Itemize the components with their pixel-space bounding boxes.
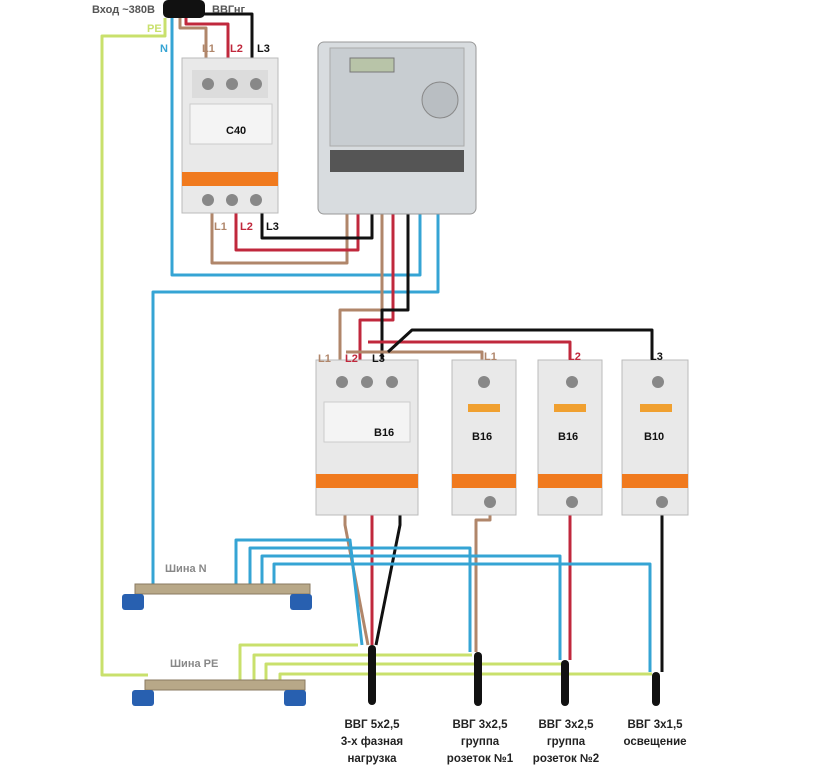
pe-bus bbox=[132, 679, 306, 706]
n-label: N bbox=[160, 43, 168, 55]
n-bus-label: Шина N bbox=[165, 563, 207, 575]
l2-label-top: L2 bbox=[230, 43, 243, 55]
c40-rating: C40 bbox=[226, 125, 246, 137]
output-2-cable: ВВГ 3х2,5 bbox=[452, 719, 508, 731]
pe-bus-label: Шина PE bbox=[170, 658, 218, 670]
electricity-meter bbox=[317, 41, 477, 215]
pe-wire bbox=[100, 18, 167, 677]
output-3-line3: розеток №2 bbox=[533, 753, 599, 765]
group-breaker-b10[interactable]: B10 bbox=[621, 359, 689, 516]
output-cable-2 bbox=[474, 652, 482, 706]
n-out-4 bbox=[272, 562, 652, 672]
l2-wire-meter-b16 bbox=[358, 170, 395, 368]
output-3-line2: группа bbox=[547, 736, 586, 748]
output-3-cable: ВВГ 3х2,5 bbox=[538, 719, 594, 731]
l1-out-2 bbox=[474, 510, 492, 652]
pe-out-1 bbox=[238, 643, 358, 680]
n-bus bbox=[122, 583, 312, 610]
output-cable-1 bbox=[368, 645, 376, 705]
output-1-cable: ВВГ 5х2,5 bbox=[344, 719, 400, 731]
l3-wire-meter-b16 bbox=[380, 170, 410, 368]
n-out-1 bbox=[234, 538, 364, 646]
l3-feed-b10 bbox=[386, 328, 654, 370]
n-wire-input bbox=[170, 18, 422, 277]
output-2-line2: группа bbox=[461, 736, 500, 748]
l1-out bbox=[343, 510, 370, 646]
input-cable-label: ВВГнг bbox=[212, 4, 245, 16]
l2-label-c40: L2 bbox=[240, 221, 253, 233]
n-wire-meter-bus bbox=[151, 170, 440, 588]
l1-label-top: L1 bbox=[202, 43, 215, 55]
output-1-line2: 3-х фазная bbox=[341, 736, 403, 748]
group-breaker-b16-1[interactable]: B16 bbox=[451, 359, 517, 516]
l1-label-c40: L1 bbox=[214, 221, 227, 233]
l3-label-b16: L3 bbox=[372, 353, 385, 365]
l3-out bbox=[374, 510, 402, 646]
pe-out-3 bbox=[264, 662, 562, 680]
b16-2-rating: B16 bbox=[558, 431, 578, 443]
l3-wire-input bbox=[195, 12, 254, 62]
n-out-3 bbox=[260, 554, 562, 660]
l2-label-b16-2: L2 bbox=[568, 351, 581, 363]
pe-out-4 bbox=[278, 672, 652, 680]
pe-out-2 bbox=[252, 653, 472, 680]
output-2-line3: розеток №1 bbox=[447, 753, 514, 765]
l1-wire-input bbox=[178, 18, 208, 62]
l3-label-b10: L3 bbox=[650, 351, 663, 363]
l1-label-b16-1: L1 bbox=[484, 351, 497, 363]
output-1-line3: нагрузка bbox=[347, 753, 397, 765]
group-breaker-b16-2[interactable]: B16 bbox=[537, 359, 603, 516]
b10-rating: B10 bbox=[644, 431, 664, 443]
n-out-2 bbox=[248, 546, 472, 652]
main-breaker-c40[interactable]: C40 bbox=[181, 57, 279, 214]
l1-label-b16: L1 bbox=[318, 353, 331, 365]
l1-wire-c40-meter bbox=[210, 170, 349, 265]
output-cable-4 bbox=[652, 672, 660, 706]
b16-3p-rating: B16 bbox=[374, 427, 394, 439]
input-cable bbox=[163, 0, 205, 18]
l1-wire-meter-b16 bbox=[338, 170, 384, 368]
pe-label: PE bbox=[147, 23, 162, 35]
output-4-cable: ВВГ 3х1,5 bbox=[627, 719, 683, 731]
output-cable-3 bbox=[561, 660, 569, 706]
b16-1-rating: B16 bbox=[472, 431, 492, 443]
output-4-line2: освещение bbox=[623, 736, 686, 748]
l3-label-top: L3 bbox=[257, 43, 270, 55]
l2-wire-input bbox=[184, 18, 230, 62]
l3-label-c40: L3 bbox=[266, 221, 279, 233]
input-label: Вход ~380В bbox=[92, 4, 155, 16]
l2-label-b16: L2 bbox=[345, 353, 358, 365]
group-breaker-3p-b16[interactable]: B16 bbox=[315, 359, 419, 516]
